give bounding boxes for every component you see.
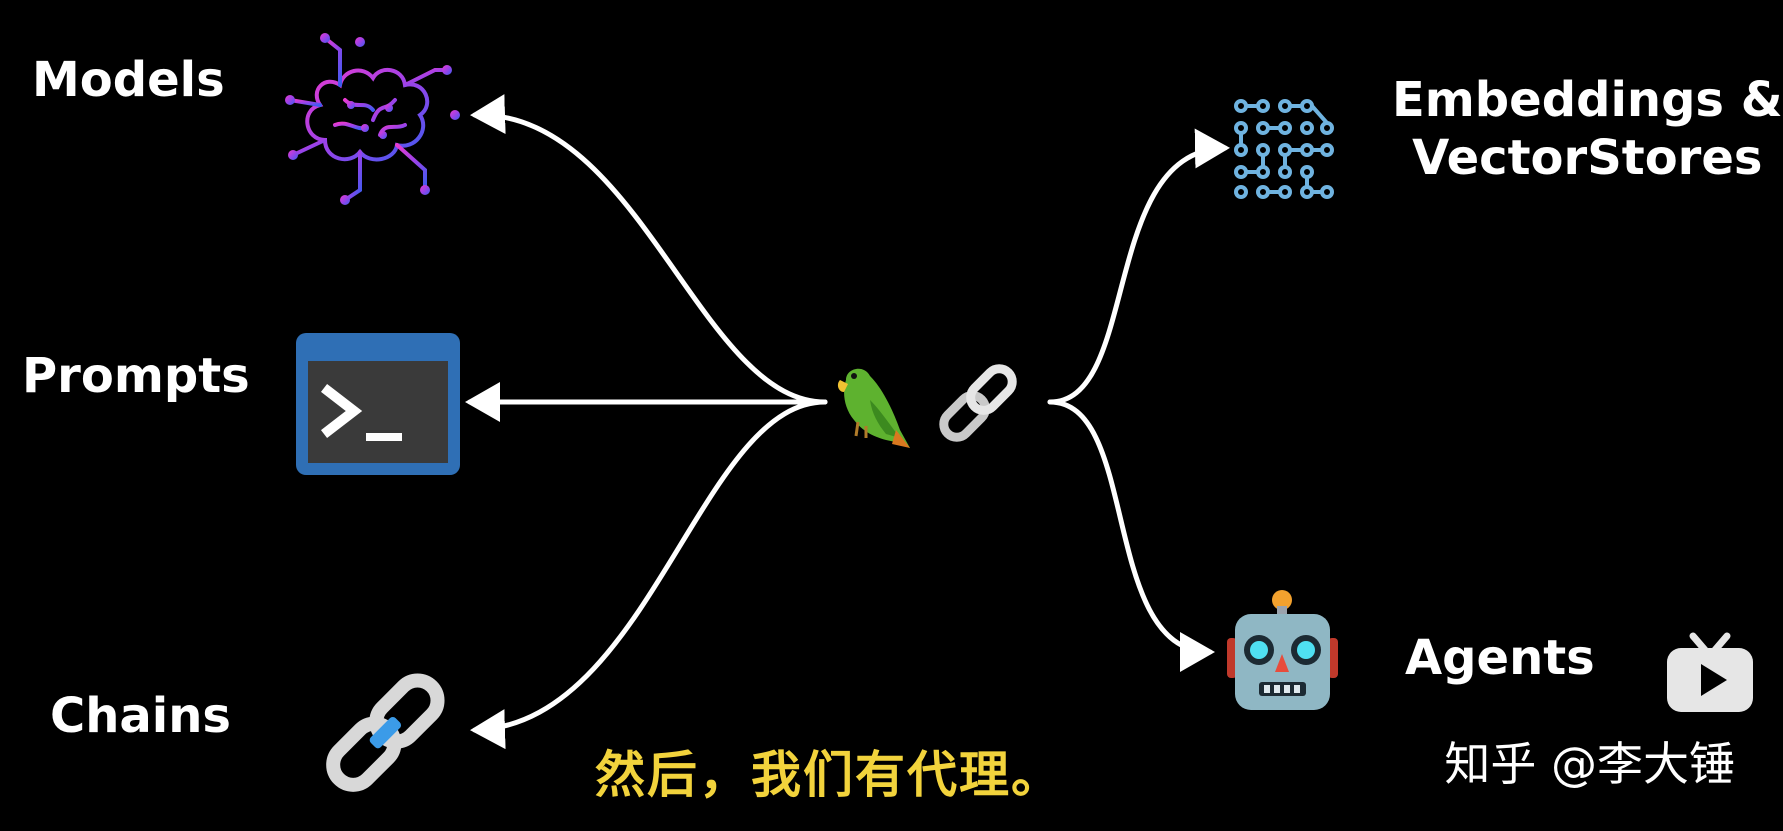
watermark-text: 知乎 @李大锤: [1444, 737, 1735, 791]
arrow-to-models: [470, 94, 828, 405]
prompts-label: Prompts: [22, 348, 250, 404]
embeddings-label: Embeddings & VectorStores: [1392, 72, 1783, 187]
grid-network-icon: [1234, 99, 1334, 199]
brain-circuit-icon: [285, 33, 460, 205]
embeddings-label-line1: Embeddings &: [1392, 72, 1783, 128]
robot-icon: [1227, 590, 1338, 710]
arrow-to-embeddings: [1047, 128, 1230, 405]
chain-link-icon: [939, 364, 1017, 442]
subtitle-caption: 然后，我们有代理。: [595, 746, 1063, 804]
chains-label: Chains: [50, 688, 231, 744]
parrot-icon: [837, 368, 910, 448]
embeddings-label-line2: VectorStores: [1412, 129, 1763, 186]
arrow-to-agents: [1047, 399, 1215, 672]
video-play-icon: [1667, 632, 1753, 712]
terminal-icon: [296, 333, 460, 475]
chain-link-icon: [326, 673, 445, 792]
models-label: Models: [32, 52, 225, 108]
agents-label: Agents: [1405, 630, 1595, 686]
arrow-to-chains: [470, 399, 828, 750]
